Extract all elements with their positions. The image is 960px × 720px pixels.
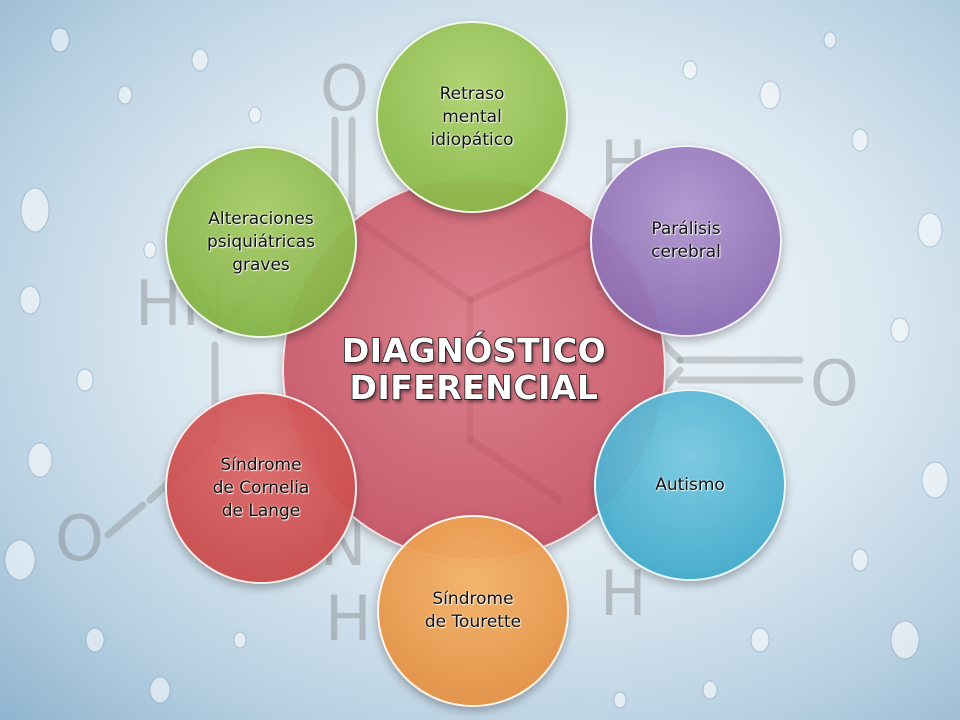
svg-text:H: H (600, 557, 647, 630)
svg-text:O: O (810, 347, 859, 420)
svg-text:H: H (325, 582, 372, 655)
node-label: Autismo (655, 474, 725, 495)
node-autismo: Autismo (594, 389, 786, 581)
node-cornelia-de-lange: Síndrome de Cornelia de Lange (165, 392, 357, 584)
node-label: Retraso mental idiopático (430, 83, 514, 150)
node-label: Síndrome de Tourette (424, 589, 522, 632)
node-tourette: Síndrome de Tourette (377, 515, 569, 707)
svg-text:O: O (55, 502, 104, 575)
node-label: Parálisis cerebral (651, 219, 721, 262)
node-retraso-mental: Retraso mental idiopático (376, 21, 568, 213)
node-label: Alteraciones psiquiátricas graves (206, 208, 316, 275)
node-alteraciones-psiquiatricas: Alteraciones psiquiátricas graves (165, 146, 357, 338)
svg-text:O: O (320, 52, 369, 125)
water-droplets-icon (4, 27, 949, 709)
center-title: DIAGNÓSTICO DIFERENCIAL (341, 331, 607, 407)
node-label: Síndrome de Cornelia de Lange (212, 454, 310, 521)
node-paralisis-cerebral: Parálisis cerebral (590, 145, 782, 337)
